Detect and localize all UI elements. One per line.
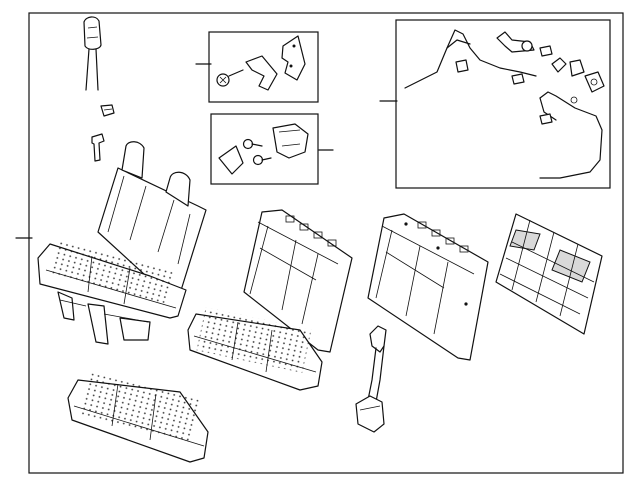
seatback-icon[interactable] bbox=[243, 209, 353, 353]
bench-seat-icon[interactable] bbox=[37, 141, 207, 345]
seat-belt-icon[interactable] bbox=[355, 325, 387, 433]
seat-frame-icon[interactable] bbox=[495, 213, 603, 335]
bracket-kit-box bbox=[208, 31, 319, 103]
bracket-bolt-icon[interactable] bbox=[216, 35, 306, 91]
seatback-icon[interactable] bbox=[367, 213, 489, 361]
diagram-frame bbox=[28, 12, 624, 474]
cover-screw-icon[interactable] bbox=[218, 123, 309, 175]
headrest-icon[interactable] bbox=[83, 16, 102, 91]
wire-kit-box bbox=[395, 19, 611, 189]
wire-harness-icon[interactable] bbox=[404, 29, 605, 179]
guide-clip-icon[interactable] bbox=[100, 104, 115, 117]
seatback-slot bbox=[285, 215, 295, 223]
cushion-icon[interactable] bbox=[187, 307, 323, 391]
cover-kit-box bbox=[210, 113, 319, 185]
pin-icon[interactable] bbox=[91, 133, 105, 162]
cushion-icon[interactable] bbox=[67, 373, 209, 463]
